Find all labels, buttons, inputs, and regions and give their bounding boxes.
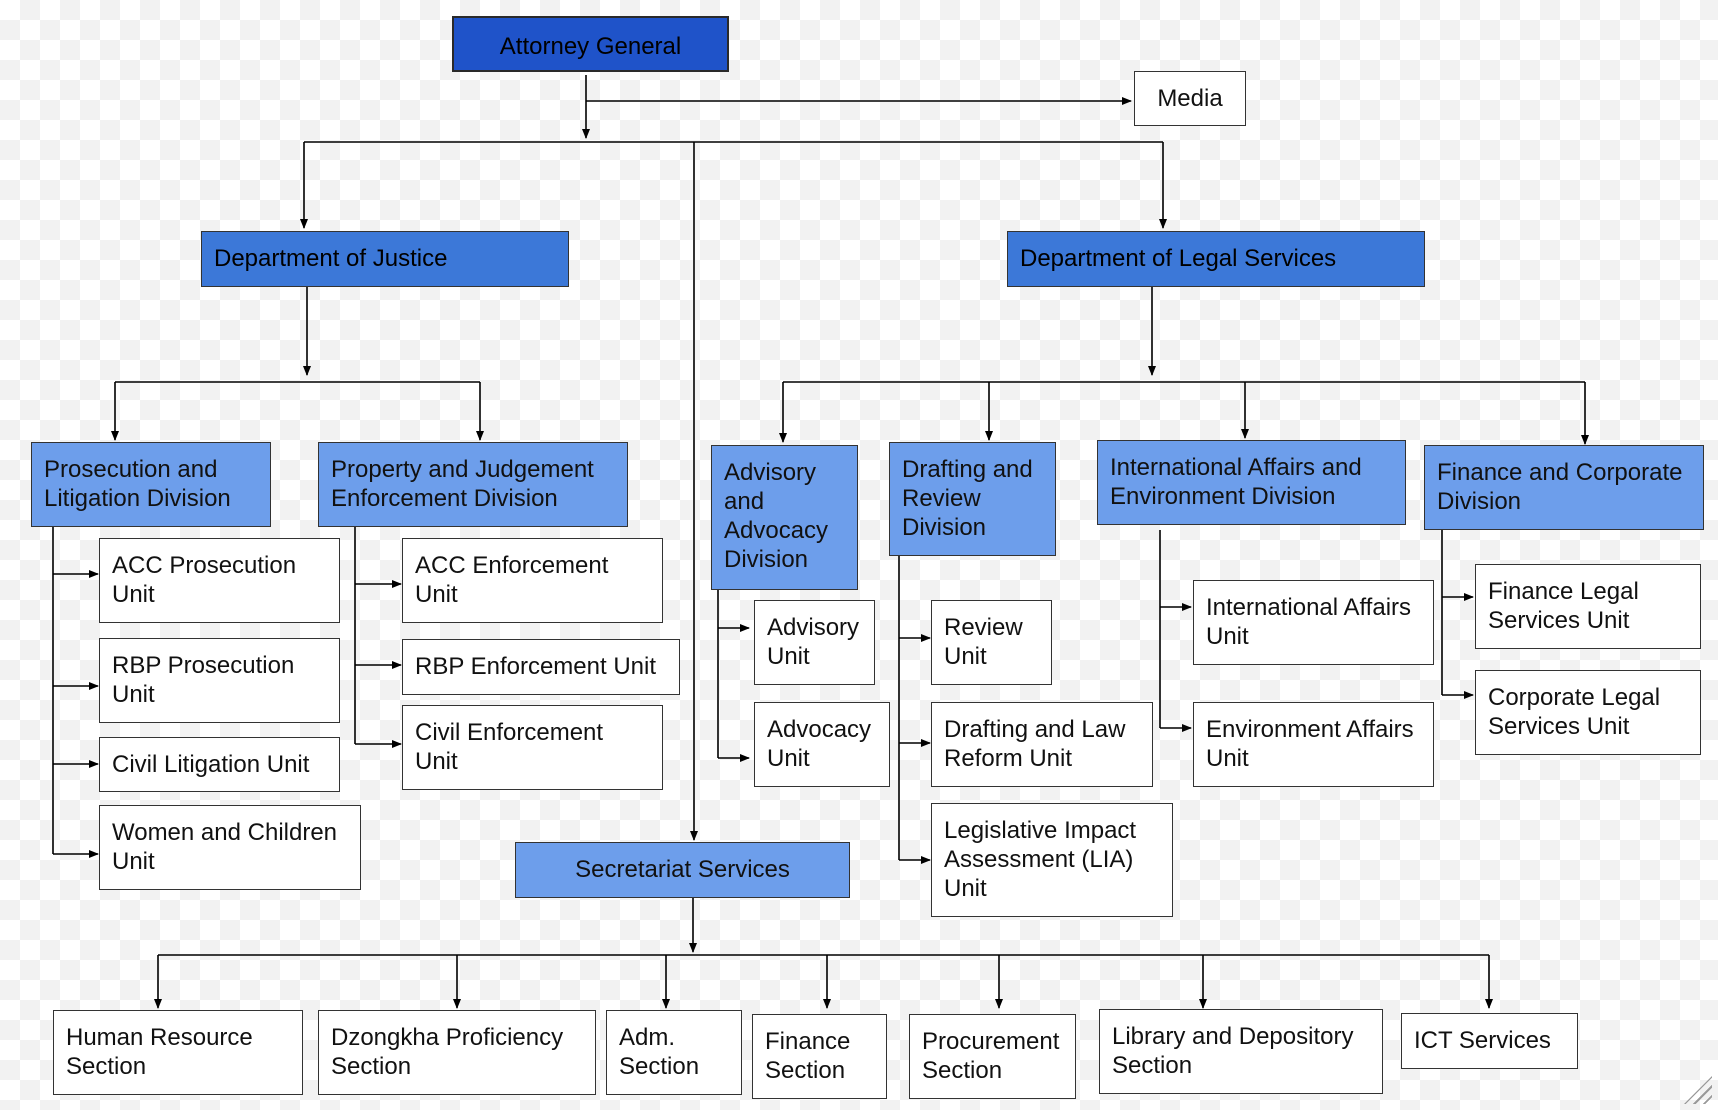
node-international-environment-division: International Affairs and Environment Di… [1097,440,1406,525]
node-department-of-justice: Department of Justice [201,231,569,287]
node-drafting-law-reform-unit: Drafting and Law Reform Unit [931,702,1153,787]
node-corporate-legal-services-unit: Corporate Legal Services Unit [1475,670,1701,755]
node-adm-section: Adm. Section [606,1010,742,1095]
node-drafting-review-division: Drafting and Review Division [889,442,1056,556]
node-finance-section: Finance Section [752,1014,887,1099]
node-acc-prosecution-unit: ACC Prosecution Unit [99,538,340,623]
node-review-unit: Review Unit [931,600,1052,685]
node-property-judgement-division: Property and Judgement Enforcement Divis… [318,442,628,527]
node-women-children-unit: Women and Children Unit [99,805,361,890]
node-attorney-general: Attorney General [452,16,729,72]
node-ict-services: ICT Services [1401,1013,1578,1069]
node-department-of-legal-services: Department of Legal Services [1007,231,1425,287]
node-human-resource-section: Human Resource Section [53,1010,303,1095]
node-secretariat-services: Secretariat Services [515,842,850,898]
node-acc-enforcement-unit: ACC Enforcement Unit [402,538,663,623]
node-rbp-prosecution-unit: RBP Prosecution Unit [99,638,340,723]
node-advocacy-unit: Advocacy Unit [754,702,890,787]
node-finance-legal-services-unit: Finance Legal Services Unit [1475,564,1701,649]
node-procurement-section: Procurement Section [909,1014,1076,1099]
node-environment-affairs-unit: Environment Affairs Unit [1193,702,1434,787]
node-civil-litigation-unit: Civil Litigation Unit [99,737,340,792]
node-advisory-advocacy-division: Advisory and Advocacy Division [711,445,858,590]
node-media: Media [1134,71,1246,126]
node-finance-corporate-division: Finance and Corporate Division [1424,445,1704,530]
node-lia-unit: Legislative Impact Assessment (LIA) Unit [931,803,1173,917]
node-advisory-unit: Advisory Unit [754,600,875,685]
node-civil-enforcement-unit: Civil Enforcement Unit [402,705,663,790]
node-international-affairs-unit: International Affairs Unit [1193,580,1434,665]
node-dzongkha-proficiency-section: Dzongkha Proficiency Section [318,1010,596,1095]
node-rbp-enforcement-unit: RBP Enforcement Unit [402,639,680,695]
node-library-depository-section: Library and Depository Section [1099,1009,1383,1094]
node-prosecution-litigation-division: Prosecution and Litigation Division [31,442,271,527]
